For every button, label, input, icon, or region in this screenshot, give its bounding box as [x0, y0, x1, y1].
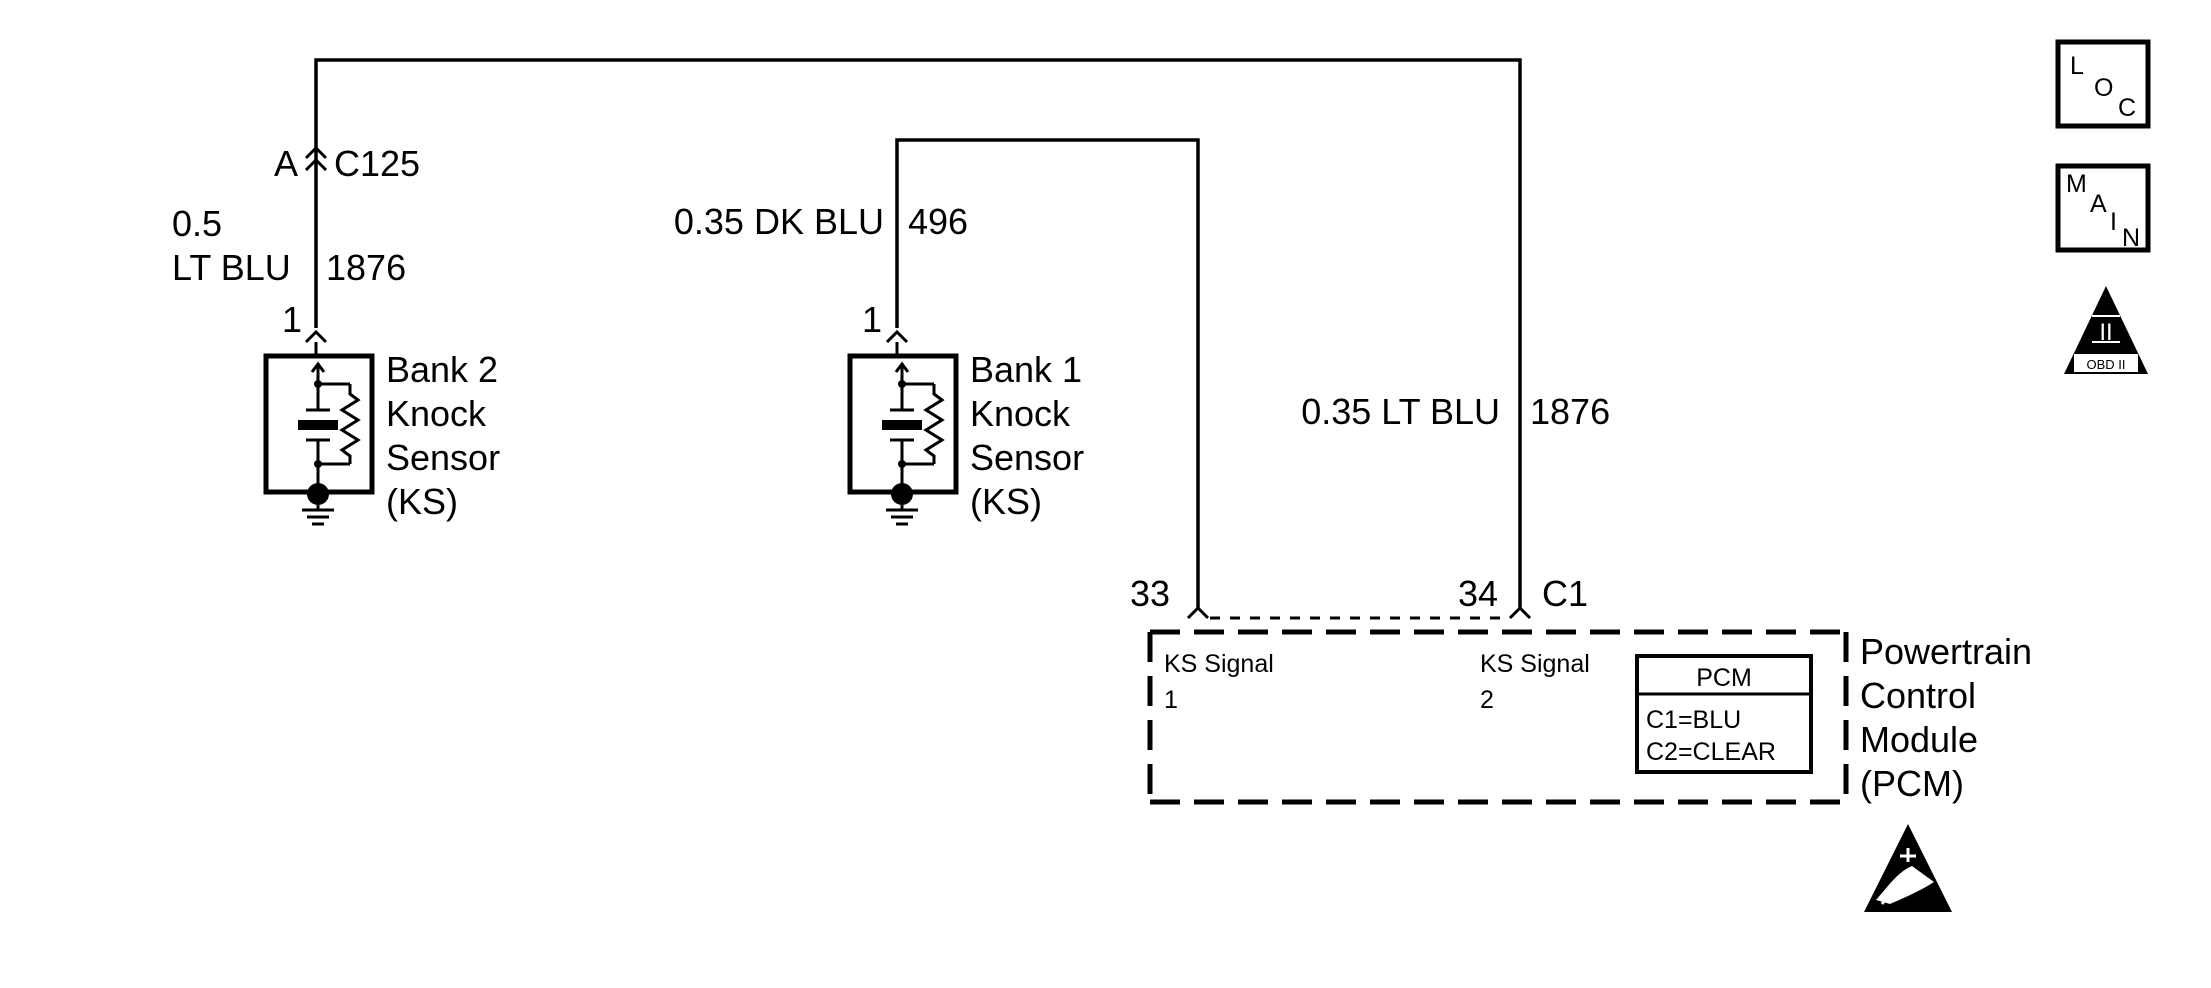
bank1-sensor-name-line2: Knock: [970, 393, 1071, 434]
pcm-name-line4: (PCM): [1860, 763, 1964, 804]
pcm-pin-33-label: 33: [1130, 573, 1170, 614]
main-badge-letter-1: M: [2066, 170, 2087, 198]
pcm-name-line1: Powertrain: [1860, 631, 2032, 672]
bank2-wire-gauge: 0.5: [172, 203, 222, 244]
wire-496: [895, 138, 1200, 608]
bank1-wire-gauge-color: 0.35 DK BLU: [674, 201, 884, 242]
pcm-pin33-chevron: [1186, 605, 1210, 620]
obd-ii-label: OBD II: [2086, 357, 2125, 372]
c125-pin-label: A: [274, 143, 298, 184]
main-badge-letter-3: I: [2110, 208, 2117, 236]
bank2-sensor-element-icon: [298, 342, 361, 490]
obd-ii-roman: II: [2099, 319, 2112, 346]
pcm-legend-title: PCM: [1696, 664, 1752, 692]
loc-badge: [2055, 39, 2151, 129]
pcm-input1-label: KS Signal: [1164, 650, 1274, 678]
bank2-sensor-name-line3: Sensor: [386, 437, 500, 478]
pcm-name-line2: Control: [1860, 675, 1976, 716]
pcm-feed-wire-circuit: 1876: [1530, 391, 1610, 432]
bank1-pin-chevron: [885, 329, 909, 344]
pcm-input1-number: 1: [1164, 686, 1178, 714]
bank1-sensor-name-line3: Sensor: [970, 437, 1084, 478]
bank1-sensor-element-icon: [882, 342, 945, 490]
bank2-wire-circuit: 1876: [326, 247, 406, 288]
pcm-feed-wire-gauge-color: 0.35 LT BLU: [1301, 391, 1500, 432]
main-badge-letter-4: N: [2122, 224, 2140, 252]
pcm-input2-number: 2: [1480, 686, 1494, 714]
bank1-sensor-name-line4: (KS): [970, 481, 1042, 522]
pcm-pin-34-label: 34: [1458, 573, 1498, 614]
c125-name-label: C125: [334, 143, 420, 184]
bank2-wire-color: LT BLU: [172, 247, 291, 288]
loc-badge-letter-2: O: [2094, 74, 2113, 102]
pcm-connector-label: C1: [1542, 573, 1588, 614]
ground-icon: [886, 483, 918, 526]
pcm-legend-line1: C1=BLU: [1646, 706, 1741, 734]
bank1-sensor-pin: 1: [862, 299, 882, 340]
pcm-connector-legend: [1635, 654, 1813, 774]
main-badge: [2055, 163, 2151, 253]
pcm-name-line3: Module: [1860, 719, 1978, 760]
pcm-block: [1147, 616, 1849, 805]
bank1-knock-sensor: [847, 342, 959, 526]
c125-connector-symbol: [304, 145, 328, 172]
bank1-sensor-name-line1: Bank 1: [970, 349, 1082, 390]
esd-warning-icon: [1864, 824, 1952, 912]
bank2-sensor-name-line2: Knock: [386, 393, 487, 434]
ground-icon: [302, 483, 334, 526]
bank2-sensor-pin: 1: [282, 299, 302, 340]
main-badge-letter-2: A: [2090, 190, 2107, 218]
bank1-wire-circuit: 496: [908, 201, 968, 242]
bank2-knock-sensor: [263, 342, 375, 526]
bank2-sensor-name-line1: Bank 2: [386, 349, 498, 390]
wire-1876-loop: [314, 58, 1522, 608]
pcm-legend-line2: C2=CLEAR: [1646, 738, 1776, 766]
pcm-input2-label: KS Signal: [1480, 650, 1590, 678]
obd-ii-icon: [2064, 286, 2148, 374]
bank2-sensor-name-line4: (KS): [386, 481, 458, 522]
bank2-pin-chevron: [304, 329, 328, 344]
loc-badge-letter-1: L: [2070, 52, 2084, 80]
loc-badge-letter-3: C: [2118, 94, 2136, 122]
pcm-pin34-chevron: [1508, 605, 1532, 620]
